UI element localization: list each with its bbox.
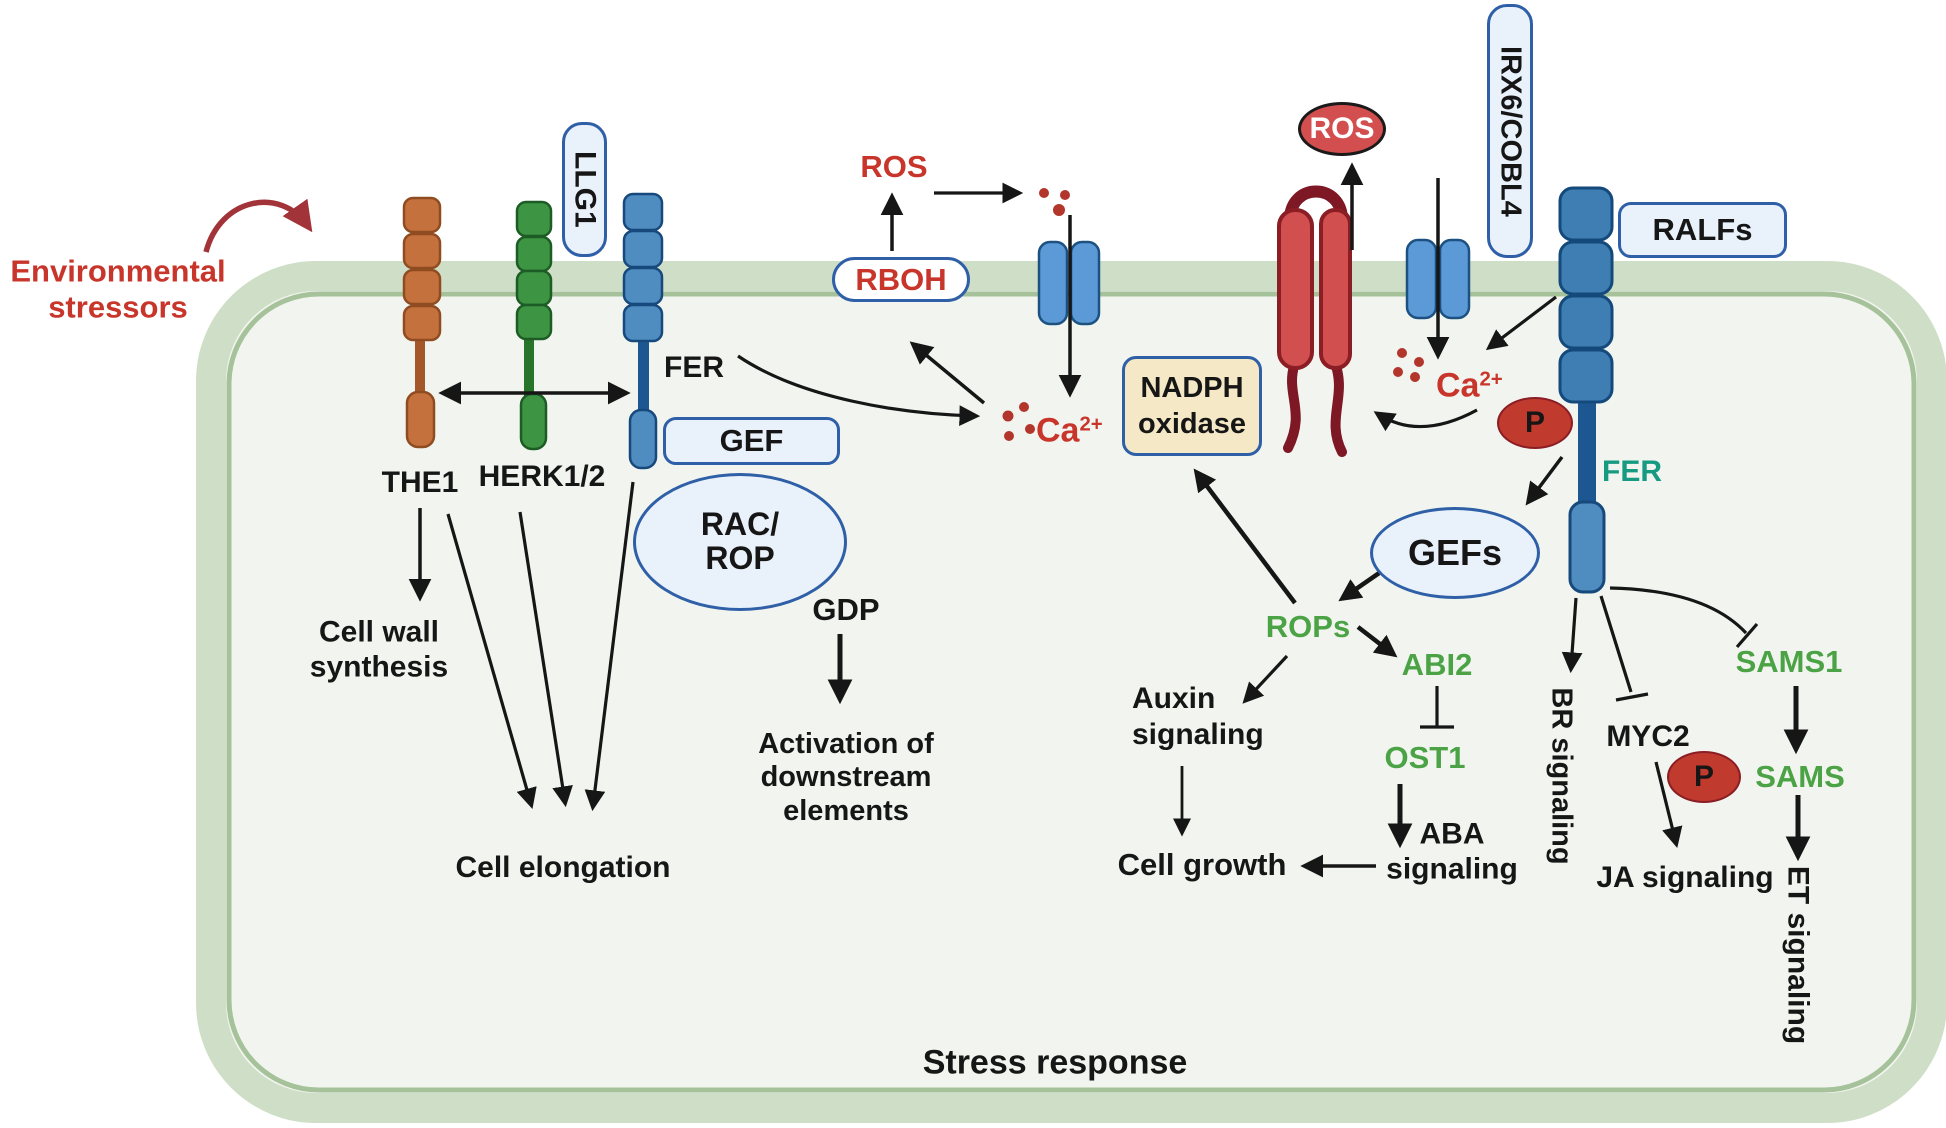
calcium-channel-2 [1405,238,1471,320]
arrow-fer-to-br [1561,597,1583,674]
gef-box: GEF [663,417,840,465]
cell-elongation-label: Cell elongation [455,850,671,884]
gefs-ellipse: GEFs [1370,507,1540,599]
gdp-label: GDP [812,592,880,628]
arrow-calcium-to-rboh [909,341,986,405]
irx6-cobl4-label: IRX6/COBL4 [1494,45,1527,217]
receptor-herk12 [515,200,553,451]
fer-right-label: FER [1602,454,1662,488]
arrow-rops-to-abi2 [1356,625,1398,658]
auxin-signaling-label: Auxin signaling [1132,682,1264,751]
cell-wall-synthesis-label: Cell wall synthesis [309,615,449,684]
irx6-cobl4-box: IRX6/COBL4 [1487,4,1533,258]
calcium-channel-1 [1037,240,1101,326]
calcium-dots-1 [1002,402,1035,441]
fer-left-label: FER [664,350,724,384]
arrow-the1-to-elongation [446,513,537,809]
ralfs-box: RALFs [1618,202,1787,258]
abi2-label: ABI2 [1401,647,1473,683]
ros-oval: ROS [1298,102,1386,156]
arrow-fer-to-elongation [584,481,635,812]
aba-signaling-label: ABA signaling [1386,817,1518,886]
herk12-label: HERK1/2 [478,459,606,493]
cell-outline [196,261,1946,1123]
ros-label: ROS [860,149,928,185]
inhibition-fer-to-sams1 [1609,586,1748,635]
rops-label: ROPs [1265,609,1351,645]
br-signaling-label: BR signaling [1545,687,1578,865]
environmental-stressors-label: Environmental stressors [10,253,226,324]
activation-downstream-label: Activation of downstream elements [758,727,934,827]
calcium-dots-2 [1393,348,1424,382]
arrows [408,162,1811,878]
receptor-fer-left [622,192,664,470]
receptor-fer-right [1558,186,1614,594]
ros-dots [1039,188,1070,216]
arrow-p-to-gefs [1525,455,1564,506]
calcium-label-1: Ca2+ [1036,411,1103,450]
phospho-oval-2: P [1667,751,1741,803]
llg1-label: LLG1 [568,151,602,228]
et-signaling-label: ET signaling [1781,865,1815,1045]
nadph-oxidase-box: NADPH oxidase [1122,356,1262,456]
arrow-fer-to-calcium [737,354,981,426]
nadph-oxidase-protein [1277,185,1352,457]
environmental-stress-arrow [203,198,313,253]
stress-response-label: Stress response [922,1043,1188,1082]
arrow-myc2-to-ja [1654,761,1683,849]
llg1-box: LLG1 [562,122,607,257]
arrow-ferright-to-calcium [1485,295,1557,351]
receptor-the1 [402,196,442,449]
calcium-label-2: Ca2+ [1436,366,1503,405]
inhibition-myc2-bar [1615,692,1649,702]
phospho-oval-1: P [1497,397,1573,449]
sams1-label: SAMS1 [1735,644,1843,680]
sams-label: SAMS [1755,759,1845,795]
myc2-label: MYC2 [1606,719,1690,753]
rac-rop-ellipse: RAC/ ROP [633,473,847,611]
ost1-label: OST1 [1384,740,1466,776]
gef-label: GEF [719,423,784,458]
inhibition-fer-to-myc2 [1599,595,1633,693]
rboh-label: RBOH [855,261,947,297]
ja-signaling-label: JA signaling [1596,860,1774,894]
arrow-calcium-to-nadph-protein [1373,408,1478,432]
arrow-rops-to-nadph [1193,468,1297,605]
arrow-rops-to-auxin [1242,654,1289,704]
arrow-herk-to-elongation [518,511,573,808]
the1-label: THE1 [381,465,459,499]
inhibition-sams1-bar [1735,622,1759,649]
ralfs-label: RALFs [1652,212,1753,247]
rboh-box: RBOH [832,257,970,302]
cell-growth-label: Cell growth [1117,847,1287,883]
